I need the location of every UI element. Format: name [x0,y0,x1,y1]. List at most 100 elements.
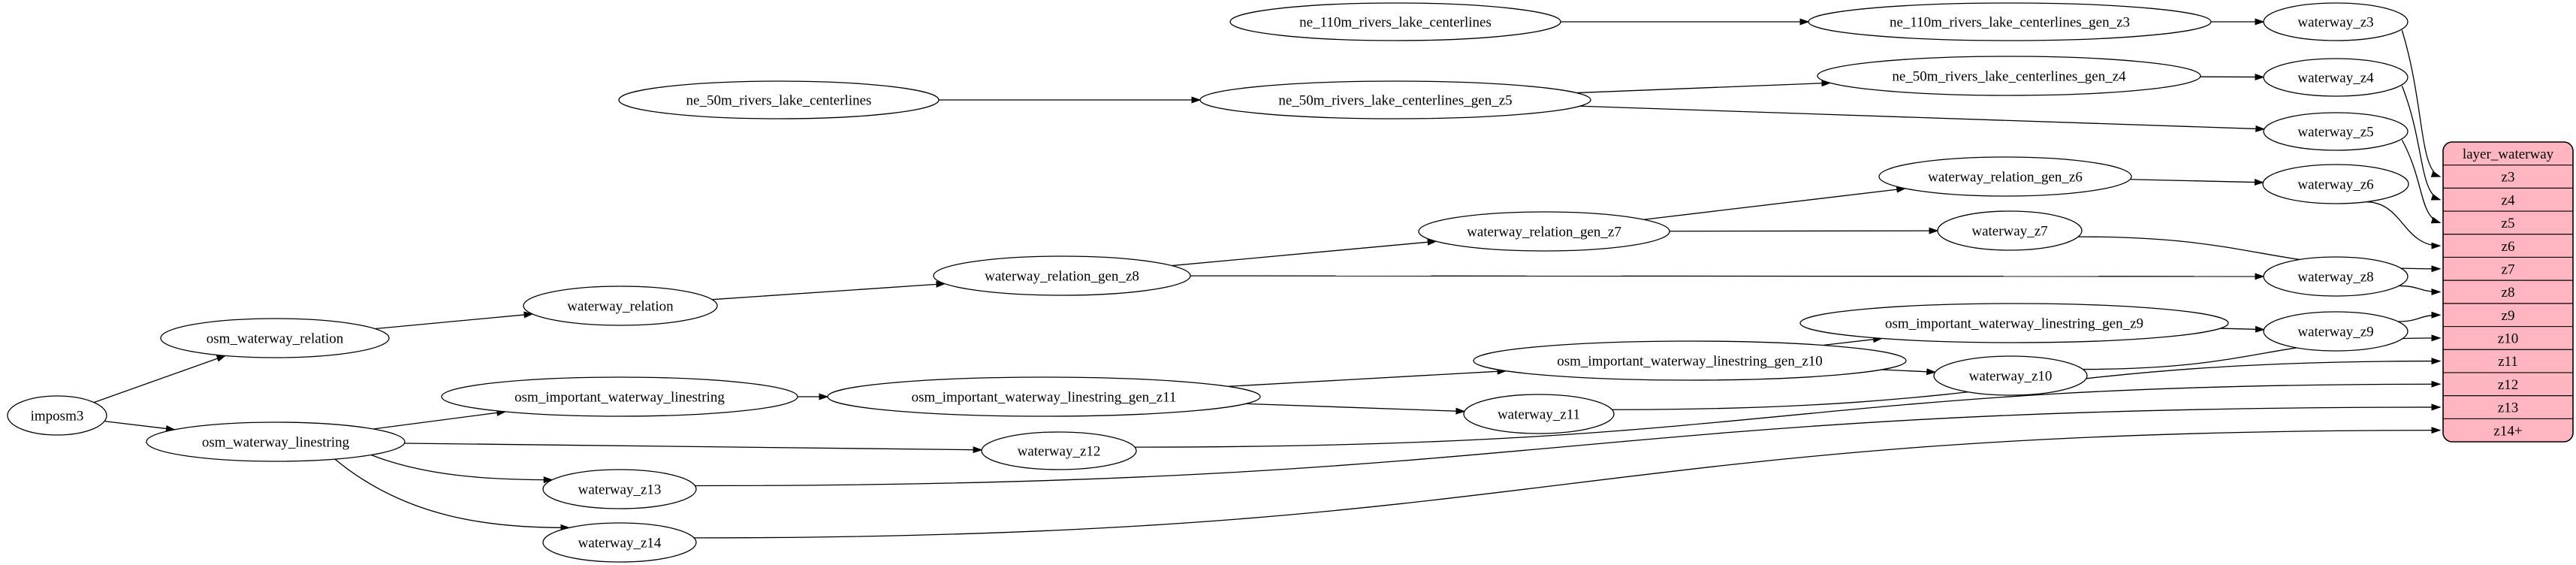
edge-ne_50m_rivers_lake_centerlines_gen_z5-to-waterway_z5 [1579,105,2266,132]
node-waterway_z8: waterway_z8 [2263,256,2409,297]
node-waterway_z4: waterway_z4 [2263,58,2409,97]
node-shape-ne_50m_rivers_lake_centerlines_gen_z4 [1817,56,2201,96]
node-label-osm_important_waterway_linestring_gen_z9: osm_important_waterway_linestring_gen_z9 [1885,316,2143,332]
node-ne_50m_rivers_lake_centerlines_gen_z5: ne_50m_rivers_lake_centerlines_gen_z5 [1199,80,1591,119]
node-waterway_z9: waterway_z9 [2263,311,2409,352]
edge-osm_important_waterway_linestring_gen_z10-to-osm_important_waterway_linestring_gen_z9 [1823,336,1884,346]
node-shape-waterway_relation_gen_z8 [933,255,1191,296]
node-label-ne_50m_rivers_lake_centerlines_gen_z5: ne_50m_rivers_lake_centerlines_gen_z5 [1278,93,1512,109]
node-osm_waterway_relation: osm_waterway_relation [160,318,390,358]
edge-imposm3-to-osm_waterway_relation [93,355,227,403]
edge-waterway_z3-to-layer_waterway-z3 [2401,30,2442,177]
node-label-waterway_z11: waterway_z11 [1498,407,1580,423]
node-shape-osm_waterway_linestring [146,421,406,462]
node-label-waterway_relation_gen_z8: waterway_relation_gen_z8 [985,269,1139,285]
node-label-waterway_z6: waterway_z6 [2297,177,2373,193]
node-waterway_relation_gen_z7: waterway_relation_gen_z7 [1418,211,1670,252]
edge-waterway_z8-to-layer_waterway-z8 [2399,285,2442,295]
node-waterway_relation_gen_z8: waterway_relation_gen_z8 [933,255,1191,296]
table-row-z7: z7 [2502,261,2515,277]
edge-waterway_z14-to-layer_waterway-z14+ [694,427,2442,539]
node-label-waterway_z3: waterway_z3 [2297,15,2373,31]
node-shape-waterway_z4 [2263,58,2409,97]
node-shape-waterway_relation_gen_z6 [1878,156,2132,197]
node-shape-waterway_z8 [2263,256,2409,297]
node-label-waterway_z8: waterway_z8 [2297,270,2373,286]
node-shape-waterway_z5 [2263,112,2409,151]
node-osm_important_waterway_linestring_gen_z11: osm_important_waterway_linestring_gen_z1… [827,376,1261,417]
node-label-waterway_z10: waterway_z10 [1969,369,2053,385]
node-shape-waterway_z3 [2263,2,2409,41]
table-row-z12: z12 [2498,377,2518,393]
node-label-osm_waterway_linestring: osm_waterway_linestring [202,435,350,451]
edge-osm_waterway_linestring-to-waterway_z13 [370,454,554,484]
table-layer-waterway: layer_waterwayz3z4z5z6z7z8z9z10z11z12z13… [2442,141,2574,443]
table-layer: layer_waterwayz3z4z5z6z7z8z9z10z11z12z13… [2442,141,2574,443]
node-shape-waterway_z14 [542,522,697,563]
node-waterway_z5: waterway_z5 [2263,112,2409,151]
node-waterway_relation_gen_z6: waterway_relation_gen_z6 [1878,156,2132,197]
node-label-waterway_relation: waterway_relation [567,299,674,315]
table-row-z10: z10 [2498,331,2518,347]
edge-waterway_z6-to-layer_waterway-z6 [2366,201,2442,249]
node-label-ne_110m_rivers_lake_centerlines: ne_110m_rivers_lake_centerlines [1299,15,1492,31]
node-waterway_z10: waterway_z10 [1933,355,2088,396]
edge-waterway_z9-to-layer_waterway-z9 [2398,311,2442,322]
table-row-z14+: z14+ [2493,423,2522,439]
node-shape-waterway_z11 [1463,394,1615,434]
edge-osm_important_waterway_linestring_gen_z11-to-osm_important_waterway_linestring_gen_z10 [1227,367,1507,387]
node-label-osm_important_waterway_linestring_gen_z11: osm_important_waterway_linestring_gen_z1… [912,390,1177,406]
node-label-waterway_z4: waterway_z4 [2297,71,2374,86]
node-label-osm_waterway_relation: osm_waterway_relation [207,331,344,347]
node-label-waterway_z5: waterway_z5 [2297,125,2373,140]
node-shape-waterway_z13 [542,469,697,509]
edge-waterway_relation_gen_z8-to-waterway_relation_gen_z7 [1172,238,1437,267]
edge-waterway_relation_gen_z6-to-waterway_z6 [2130,179,2264,186]
node-osm_waterway_linestring: osm_waterway_linestring [146,421,406,462]
edge-osm_waterway_linestring-to-waterway_z14 [334,458,571,531]
table-row-z3: z3 [2502,170,2515,186]
node-label-osm_important_waterway_linestring_gen_z10: osm_important_waterway_linestring_gen_z1… [1557,354,1823,370]
edge-waterway_relation-to-waterway_relation_gen_z8 [712,280,946,301]
edge-waterway_z5-to-layer_waterway-z5 [2401,139,2442,224]
edge-osm_waterway_linestring-to-osm_important_waterway_linestring [373,409,507,430]
node-label-waterway_z12: waterway_z12 [1018,444,1101,460]
node-osm_important_waterway_linestring_gen_z10: osm_important_waterway_linestring_gen_z1… [1473,340,1907,381]
node-label-waterway_relation_gen_z7: waterway_relation_gen_z7 [1467,225,1621,240]
node-waterway_z7: waterway_z7 [1937,210,2083,251]
node-label-waterway_z7: waterway_z7 [1971,224,2047,240]
table-row-z8: z8 [2502,285,2515,301]
table-row-z4: z4 [2502,192,2515,208]
node-waterway_z13: waterway_z13 [542,469,697,509]
node-waterway_z3: waterway_z3 [2263,2,2409,41]
node-waterway_z12: waterway_z12 [981,431,1137,470]
node-label-waterway_relation_gen_z6: waterway_relation_gen_z6 [1928,170,2083,186]
edge-osm_important_waterway_linestring_gen_z9-to-waterway_z9 [2220,325,2265,333]
node-label-imposm3: imposm3 [31,409,84,425]
edge-waterway_z12-to-layer_waterway-z12 [1135,380,2442,448]
edge-waterway_z13-to-layer_waterway-z13 [695,403,2442,487]
edge-osm_waterway_linestring-to-waterway_z12 [404,443,983,454]
edge-osm_waterway_relation-to-waterway_relation [375,311,534,330]
node-label-ne_110m_rivers_lake_centerlines_gen_z3: ne_110m_rivers_lake_centerlines_gen_z3 [1890,15,2130,31]
nodes-layer: imposm3 osm_waterway_relation osm_waterway… [7,2,2409,563]
node-shape-osm_waterway_relation [160,318,390,358]
node-ne_50m_rivers_lake_centerlines_gen_z4: ne_50m_rivers_lake_centerlines_gen_z4 [1817,56,2201,96]
edge-imposm3-to-osm_waterway_linestring [104,420,176,432]
node-osm_important_waterway_linestring_gen_z9: osm_important_waterway_linestring_gen_z9 [1799,303,2229,343]
node-shape-waterway_z12 [981,431,1137,470]
node-shape-osm_important_waterway_linestring [441,376,798,417]
node-label-waterway_z9: waterway_z9 [2297,325,2373,340]
node-ne_50m_rivers_lake_centerlines: ne_50m_rivers_lake_centerlines [618,80,940,119]
node-shape-waterway_z9 [2263,311,2409,352]
node-label-ne_50m_rivers_lake_centerlines_gen_z4: ne_50m_rivers_lake_centerlines_gen_z4 [1892,69,2126,85]
node-shape-waterway_z10 [1933,355,2088,396]
node-shape-ne_110m_rivers_lake_centerlines [1229,2,1561,41]
node-shape-waterway_relation_gen_z7 [1418,211,1670,252]
node-label-osm_important_waterway_linestring: osm_important_waterway_linestring [514,390,725,406]
node-osm_important_waterway_linestring: osm_important_waterway_linestring [441,376,798,417]
node-ne_110m_rivers_lake_centerlines: ne_110m_rivers_lake_centerlines [1229,2,1561,41]
node-shape-waterway_z7 [1937,210,2083,251]
edge-ne_50m_rivers_lake_centerlines_gen_z5-to-ne_50m_rivers_lake_centerlines_gen_z4 [1576,80,1832,94]
